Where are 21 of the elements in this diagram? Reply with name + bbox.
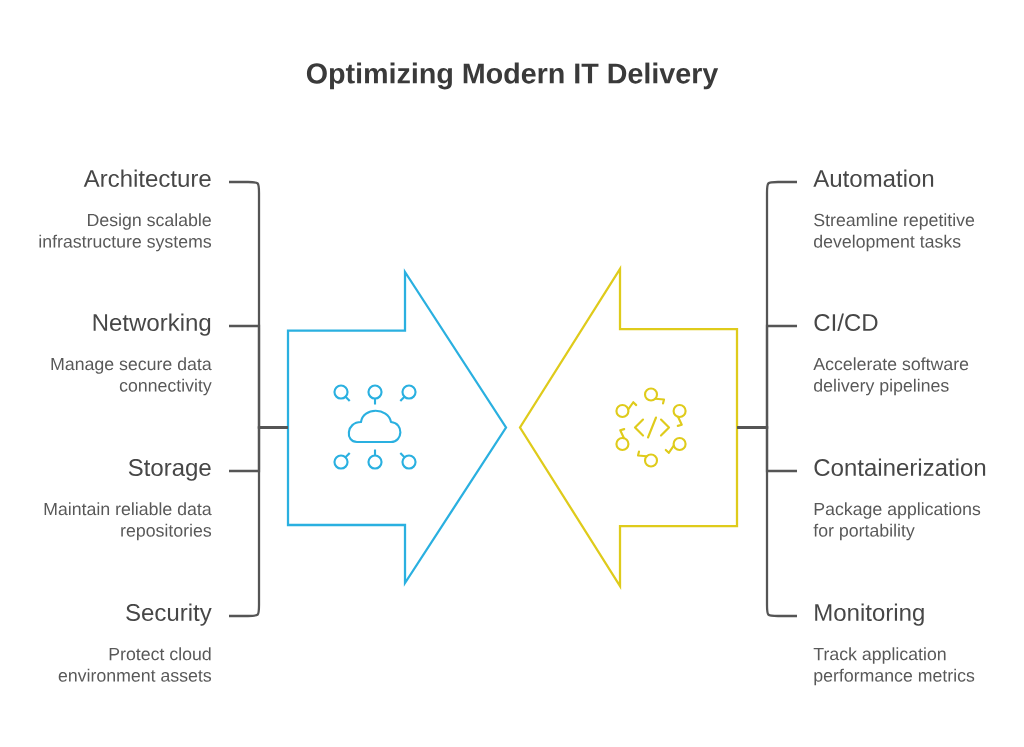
item-heading: CI/CD bbox=[814, 313, 878, 332]
item-heading: Automation bbox=[813, 169, 934, 188]
item-description: Design scalable infrastructure systems bbox=[39, 213, 212, 252]
item-description: Accelerate software delivery pipelines bbox=[813, 357, 969, 396]
item-description: Maintain reliable data repositories bbox=[44, 502, 212, 541]
item-heading: Security bbox=[126, 603, 212, 626]
item-heading: Monitoring bbox=[815, 603, 924, 626]
bracket-line bbox=[737, 426, 797, 618]
item-heading: Storage bbox=[128, 459, 211, 481]
item-heading: Networking bbox=[93, 313, 211, 336]
item-description: Package applications for portability bbox=[813, 502, 981, 541]
item-description: Manage secure data connectivity bbox=[51, 357, 212, 396]
block-arrow bbox=[286, 268, 508, 587]
item-description: Track application performance metrics bbox=[813, 647, 975, 686]
item-description: Protect cloud environment assets bbox=[58, 647, 212, 682]
block-arrow bbox=[518, 265, 739, 590]
item-heading: Containerization bbox=[814, 458, 986, 477]
title: Optimizing Modern IT Delivery bbox=[306, 62, 719, 90]
bracket-line bbox=[229, 426, 288, 618]
item-description: Streamline repetitive development tasks bbox=[814, 213, 975, 252]
item-heading: Architecture bbox=[83, 169, 211, 188]
